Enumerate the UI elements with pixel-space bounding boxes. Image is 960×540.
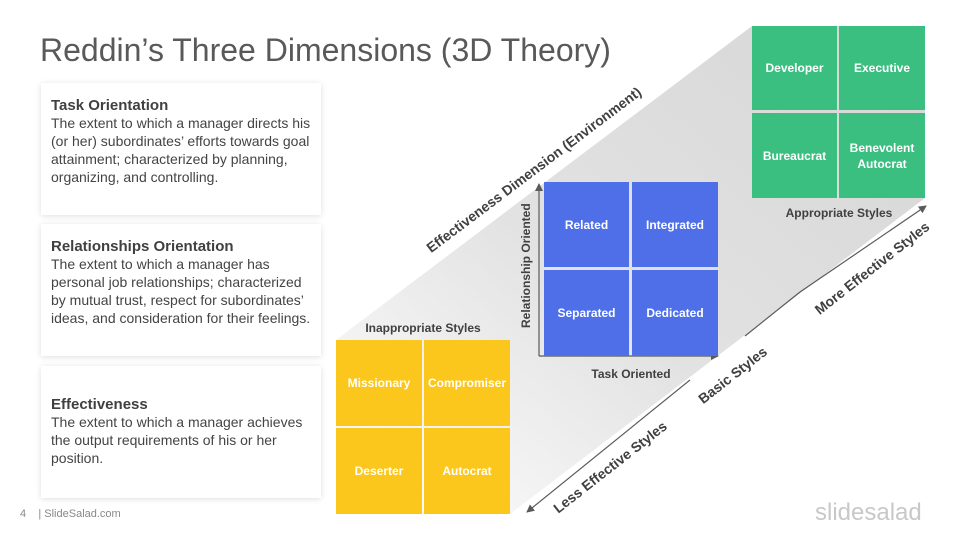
relationships-orientation-card: Relationships Orientation The extent to … bbox=[41, 224, 321, 356]
cell-executive: Executive bbox=[839, 26, 925, 110]
task-orientation-card: Task Orientation The extent to which a m… bbox=[41, 83, 321, 215]
cell-benevolent-autocrat: Benevolent Autocrat bbox=[839, 113, 925, 198]
card-text: The extent to which a manager directs hi… bbox=[51, 115, 311, 185]
brand-logo: slidesalad bbox=[815, 499, 922, 526]
scale-middle-line bbox=[744, 291, 801, 337]
cell-integrated: Integrated bbox=[632, 182, 718, 267]
cell-separated: Separated bbox=[544, 270, 629, 356]
page-title: Reddin’s Three Dimensions (3D Theory) bbox=[40, 32, 611, 68]
cell-deserter: Deserter bbox=[336, 428, 422, 514]
x-axis-label: Task Oriented bbox=[591, 367, 671, 381]
card-heading: Effectiveness bbox=[51, 396, 148, 413]
card-text: The extent to which a manager has person… bbox=[51, 256, 311, 326]
effectiveness-card: Effectiveness The extent to which a mana… bbox=[41, 366, 321, 498]
appropriate-styles-label: Appropriate Styles bbox=[785, 206, 893, 220]
card-heading: Relationships Orientation bbox=[51, 238, 234, 255]
cell-compromiser: Compromiser bbox=[424, 340, 510, 426]
cell-related: Related bbox=[544, 182, 629, 267]
y-axis-label: Relationship Oriented bbox=[519, 203, 533, 328]
cell-autocrat: Autocrat bbox=[424, 428, 510, 514]
page-number: 4 bbox=[20, 508, 27, 520]
cell-dedicated: Dedicated bbox=[632, 270, 718, 356]
cell-bureaucrat: Bureaucrat bbox=[752, 113, 837, 198]
cell-developer: Developer bbox=[752, 26, 837, 110]
less-effective-arrow bbox=[526, 379, 691, 513]
more-effective-arrow bbox=[799, 205, 927, 293]
card-heading: Task Orientation bbox=[51, 97, 169, 114]
footer-site: | SlideSalad.com bbox=[38, 508, 121, 520]
card-text: The extent to which a manager achieves t… bbox=[51, 414, 303, 466]
footer: 4 | SlideSalad.com bbox=[20, 508, 121, 520]
cell-missionary: Missionary bbox=[336, 340, 422, 426]
inappropriate-styles-label: Inappropriate Styles bbox=[365, 321, 481, 335]
